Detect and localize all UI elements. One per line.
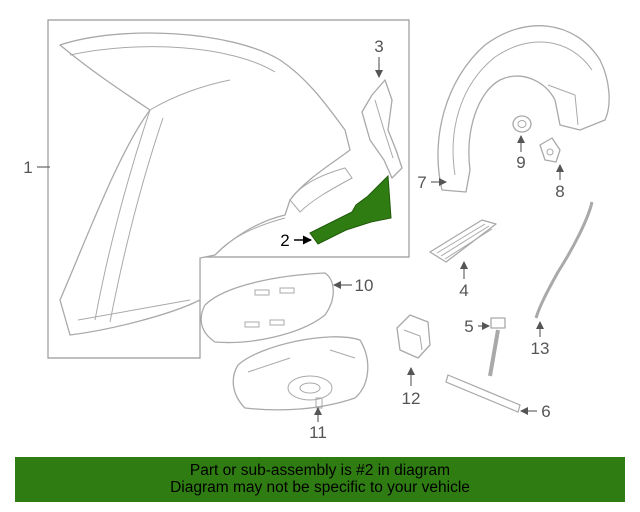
strip-part-6[interactable] [445, 374, 521, 413]
callout-2: 2 [280, 231, 289, 250]
callout-3: 3 [374, 37, 383, 56]
storage-tray-part-11[interactable] [232, 336, 369, 411]
callout-13: 13 [531, 339, 550, 358]
callout-12: 12 [402, 389, 421, 408]
plug-part-9[interactable] [512, 115, 532, 133]
callout-8: 8 [555, 182, 564, 201]
bolt-part-5[interactable] [488, 317, 506, 377]
callout-4: 4 [459, 281, 468, 300]
quarter-panel[interactable] [59, 32, 353, 336]
cover-plate-part-10[interactable] [200, 272, 334, 344]
bracket-part-3[interactable] [361, 79, 403, 179]
callout-9: 9 [516, 153, 525, 172]
callout-1: 1 [23, 158, 32, 177]
highlight-banner: Part or sub-assembly is #2 in diagram Di… [15, 457, 625, 502]
wheelhouse-liner[interactable] [437, 25, 610, 193]
callout-5: 5 [464, 317, 473, 336]
highlighted-panel-part-2[interactable] [309, 174, 392, 245]
latch-part-12[interactable] [396, 314, 431, 359]
callout-7: 7 [417, 173, 426, 192]
callout-10: 10 [355, 276, 374, 295]
clip-part-8[interactable] [539, 137, 561, 163]
callout-6: 6 [541, 402, 550, 421]
cable-part-13[interactable] [534, 201, 594, 319]
banner-line-2: Diagram may not be specific to your vehi… [170, 479, 470, 496]
banner-line-1: Part or sub-assembly is #2 in diagram [189, 462, 451, 479]
callout-11: 11 [309, 423, 327, 442]
vent-grille-part-4[interactable] [429, 219, 497, 263]
